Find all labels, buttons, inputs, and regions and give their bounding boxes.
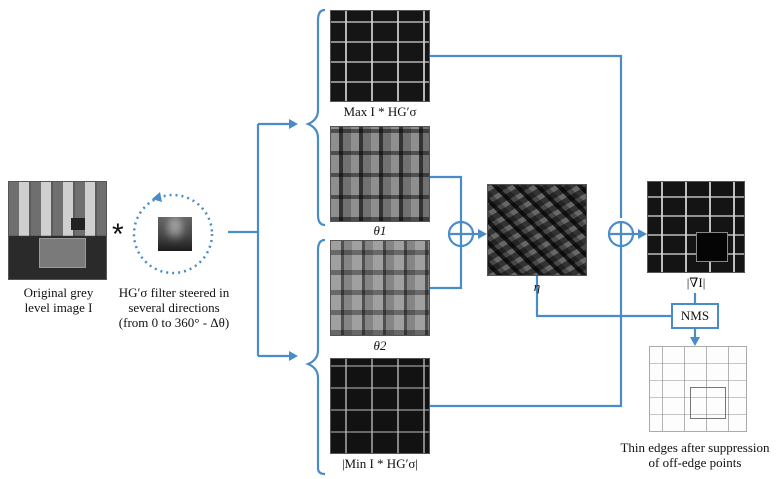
max-response-image — [330, 10, 430, 102]
min-conv-label: |Min I * HG′σ| — [341, 456, 419, 471]
max-conv-label: Max I * HG′σ — [343, 104, 417, 119]
gradient-magnitude-image — [647, 181, 745, 273]
thin-edges-label-line1: Thin edges after suppression — [620, 440, 770, 455]
min-to-sum-line — [430, 246, 623, 408]
original-image — [8, 181, 107, 280]
fork-line — [228, 122, 290, 358]
desk-shape — [39, 238, 86, 268]
min-response-image — [330, 358, 430, 454]
theta1-to-sum-line — [430, 175, 463, 222]
arrowhead-upper — [289, 119, 298, 129]
grad-mag-label: |∇I| — [686, 275, 706, 290]
nms-label: NMS — [680, 308, 710, 323]
arrowhead-grad — [638, 229, 647, 239]
eta-label: η — [533, 279, 541, 294]
monitor-shape — [71, 218, 85, 230]
eta-image — [487, 184, 587, 276]
filter-label-line2: several directions — [128, 300, 220, 315]
arrowhead-eta — [478, 229, 487, 239]
dark-box-shape — [696, 232, 728, 262]
thin-box-shape — [690, 387, 726, 419]
convolution-symbol: * — [112, 218, 124, 251]
theta1-image — [330, 126, 430, 222]
eta-to-nms-line — [535, 276, 671, 318]
filter-label-line1: HG′σ filter steered in — [118, 285, 230, 300]
arrowhead-lower — [289, 351, 298, 361]
original-label-line1: Original grey — [23, 285, 94, 300]
theta2-image — [330, 240, 430, 336]
steering-dotted-circle — [132, 193, 214, 275]
steering-arrow-icon — [152, 192, 162, 202]
nms-box: NMS — [671, 303, 719, 329]
arrowhead-nms-thin — [690, 337, 700, 346]
theta2-label: θ2 — [373, 338, 387, 353]
max-to-sum-line — [430, 54, 623, 218]
thin-edges-label-line2: of off-edge points — [648, 455, 742, 470]
thin-edges-image — [649, 346, 747, 432]
theta2-to-sum-line — [430, 246, 463, 290]
filter-label-line3: (from 0 to 360° - Δθ) — [118, 315, 230, 330]
original-label-line2: level image I — [24, 300, 93, 315]
lower-brace — [305, 238, 326, 476]
upper-brace — [305, 8, 326, 227]
filter-kernel-image — [158, 217, 192, 251]
theta1-label: θ1 — [373, 223, 387, 238]
